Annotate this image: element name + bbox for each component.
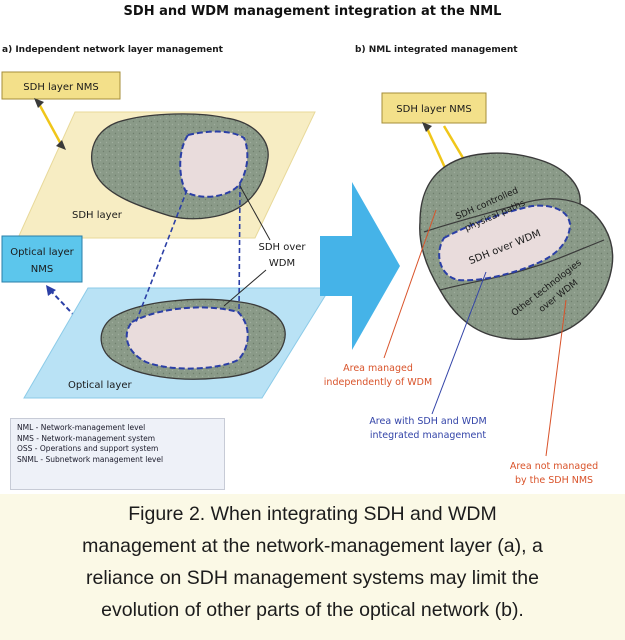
sdh-nms-link-b1 [424,125,448,171]
note3-pointer [545,299,567,457]
legend-item: OSS - Operations and support system [17,444,159,453]
figure-caption: Figure 2. When integrating SDH and WDM m… [0,494,625,640]
note1-pointer [383,209,437,359]
caption-line: evolution of other parts of the optical … [101,599,524,621]
projection-line-right [238,183,241,313]
sdh-nms-label-b: SDH layer NMS [396,104,471,115]
note2-line2: integrated management [370,430,487,441]
note2-pointer [431,271,487,415]
arrowhead-down-a [56,140,66,150]
callout-to-top-area [239,185,271,241]
note2-line1: Area with SDH and WDM [369,416,486,427]
sdh-over-wdm-area-b [438,204,572,282]
region-separator-upper [423,198,581,233]
sdh-nms-box-a [1,71,121,100]
legend-item: NMS - Network-management system [17,433,156,443]
optical-nms-link [49,289,89,331]
optical-nms-line2: NMS [31,264,53,275]
legend-item: NML - Network-management level [17,423,146,432]
caption-line: management at the network-management lay… [82,535,543,557]
sdh-over-wdm-label-line1: SDH over [258,242,306,253]
sdh-nms-label-a: SDH layer NMS [23,82,98,93]
optical-nms-line1: Optical layer [10,247,74,258]
note3-line2: by the SDH NMS [515,475,593,486]
abbreviations-legend: NML - Network-management level NMS - Net… [10,418,225,490]
sdh-over-wdm-label-line2: WDM [269,258,295,269]
sdh-layer-label: SDH layer [72,210,123,221]
caption-line: reliance on SDH management systems may l… [85,567,539,589]
sdh-over-wdm-area-bottom [125,306,249,370]
arrowhead-up-a [34,98,44,108]
legend-item: SNML - Subnetwork management level [17,454,164,464]
callout-to-bottom-area [223,269,267,307]
optical-nms-box [1,235,83,283]
transition-arrow [320,182,400,350]
sdh-over-wdm-area-top [179,130,249,198]
sdh-nms-box-b [381,92,487,124]
arrowhead-optical-top [46,285,56,296]
diagram: a) Independent network layer management … [1,45,614,486]
sdh-nms-link-a [36,101,64,147]
note1-line2: independently of WDM [324,377,432,388]
note1-line1: Area managed [343,363,413,374]
figure-title: SDH and WDM management integration at th… [123,4,502,19]
optical-layer-label: Optical layer [68,380,132,391]
panel-a-heading: a) Independent network layer management [2,45,224,55]
note3-line1: Area not managed [510,461,598,472]
caption-line: Figure 2. When integrating SDH and WDM [128,503,497,525]
region-separator-lower [439,239,605,291]
arrowhead-b1 [422,122,432,132]
panel-b-heading: b) NML integrated management [355,45,518,55]
